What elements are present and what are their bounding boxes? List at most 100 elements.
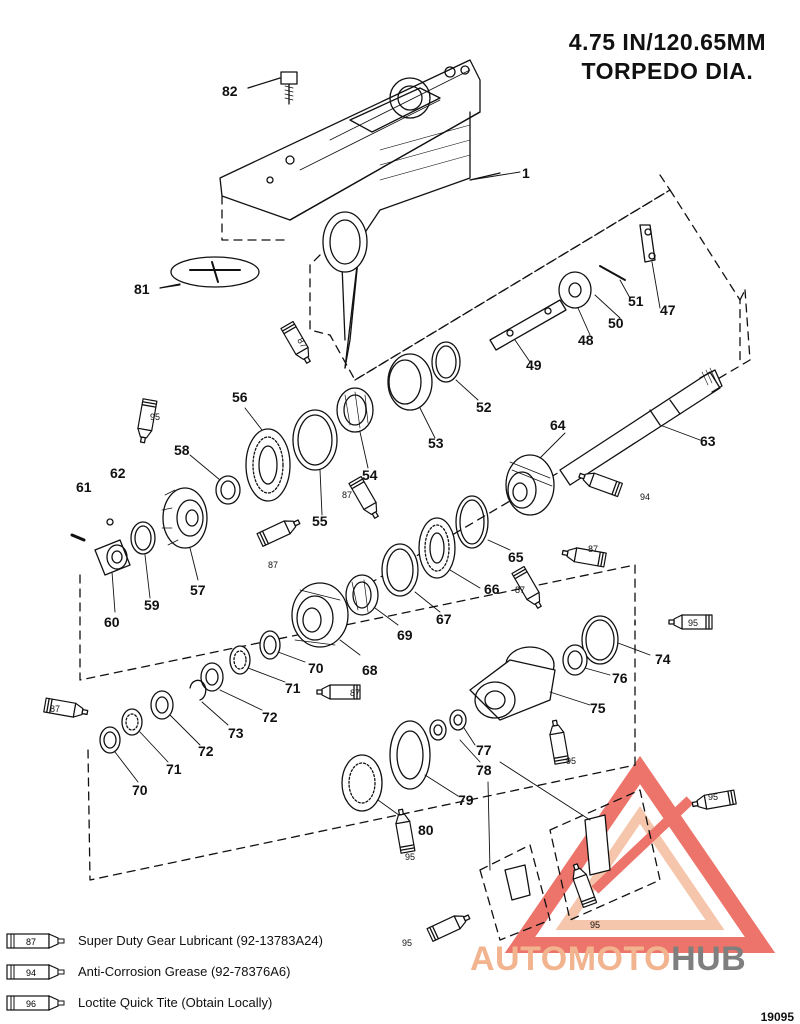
callout-47: 47 bbox=[660, 302, 676, 318]
race-72b bbox=[150, 690, 174, 720]
callout-numbers: 1 47 48 49 50 51 52 53 54 55 56 57 58 59… bbox=[76, 83, 716, 838]
washer-55 bbox=[292, 409, 338, 471]
callout-53: 53 bbox=[428, 435, 444, 451]
callout-70: 70 bbox=[308, 660, 324, 676]
bearing-71 bbox=[229, 645, 251, 675]
tube-label-87: 87 bbox=[342, 490, 352, 500]
spring-62 bbox=[106, 518, 114, 526]
callout-73: 73 bbox=[228, 725, 244, 741]
title-line-1: 4.75 IN/120.65MM bbox=[568, 29, 766, 55]
washer-67 bbox=[381, 543, 419, 597]
tube-label-95: 95 bbox=[402, 938, 412, 948]
bearing-carrier-68 bbox=[291, 582, 349, 648]
callout-69: 69 bbox=[397, 627, 413, 643]
callout-61: 61 bbox=[76, 479, 92, 495]
gear-housing bbox=[219, 59, 481, 369]
callout-50: 50 bbox=[608, 315, 624, 331]
propshaft-63 bbox=[559, 367, 723, 486]
bearing-76 bbox=[562, 644, 588, 676]
callout-79: 79 bbox=[458, 792, 474, 808]
watermark-part-2: HUB bbox=[671, 940, 747, 978]
bearing-54 bbox=[336, 387, 374, 433]
lubricant-tube-icon: 87 bbox=[6, 933, 65, 949]
legend-code: 87 bbox=[26, 937, 36, 947]
tool-fitting bbox=[504, 864, 531, 901]
legend-code: 96 bbox=[26, 999, 36, 1009]
lubricant-tube-icon: 96 bbox=[6, 995, 65, 1011]
legend-code: 94 bbox=[26, 968, 36, 978]
tube-label-95: 95 bbox=[688, 618, 698, 628]
race-72 bbox=[200, 662, 224, 692]
torpedo-bore bbox=[322, 211, 368, 273]
callout-75: 75 bbox=[590, 700, 606, 716]
washer-70b bbox=[99, 726, 121, 754]
snap-ring-73 bbox=[189, 679, 207, 701]
callout-1: 1 bbox=[522, 165, 530, 181]
ring-74 bbox=[581, 615, 619, 665]
lubricant-legend: 87 Super Duty Gear Lubricant (92-13783A2… bbox=[6, 930, 426, 1023]
callout-48: 48 bbox=[578, 332, 594, 348]
callout-71b: 71 bbox=[166, 761, 182, 777]
title-line-2: TORPEDO DIA. bbox=[581, 58, 754, 84]
callout-71: 71 bbox=[285, 680, 301, 696]
tube-label-87: 87 bbox=[268, 560, 278, 570]
shift-linkage bbox=[489, 224, 656, 351]
legend-item: 96 Loctite Quick Tite (Obtain Locally) bbox=[6, 992, 426, 1016]
gear-57 bbox=[161, 487, 208, 549]
tube-label-95: 95 bbox=[405, 852, 415, 862]
callout-70b: 70 bbox=[132, 782, 148, 798]
legend-item: 87 Super Duty Gear Lubricant (92-13783A2… bbox=[6, 930, 426, 954]
callout-80: 80 bbox=[418, 822, 434, 838]
bearing-58 bbox=[215, 475, 241, 505]
plate-79 bbox=[389, 720, 431, 790]
tube-labels: 87 95 87 87 94 87 87 95 87 87 95 95 95 9… bbox=[50, 336, 718, 948]
pin-61 bbox=[70, 533, 86, 542]
tube-label-87: 87 bbox=[295, 336, 309, 350]
tube-label-87: 87 bbox=[50, 704, 60, 714]
pinion-gear-75 bbox=[469, 646, 556, 721]
legend-text: Anti-Corrosion Grease (92-78376A6) bbox=[78, 964, 291, 979]
callout-81: 81 bbox=[134, 281, 150, 297]
callout-57: 57 bbox=[190, 582, 206, 598]
legend-item: 94 Anti-Corrosion Grease (92-78376A6) bbox=[6, 961, 426, 985]
thrust-bearing-66 bbox=[418, 517, 456, 579]
callout-54: 54 bbox=[362, 467, 378, 483]
legend-text: Super Duty Gear Lubricant (92-13783A24) bbox=[78, 933, 323, 948]
tube-label-87: 87 bbox=[350, 688, 360, 698]
tube-label-95: 95 bbox=[708, 792, 718, 802]
ring-59 bbox=[130, 521, 156, 555]
ring-52 bbox=[431, 341, 461, 383]
callout-78: 78 bbox=[476, 762, 492, 778]
bearing-69 bbox=[345, 574, 379, 616]
callout-76: 76 bbox=[612, 670, 628, 686]
torpedo-diameter-title: 4.75 IN/120.65MM TORPEDO DIA. bbox=[569, 28, 766, 86]
callout-77: 77 bbox=[476, 742, 492, 758]
callout-72b: 72 bbox=[198, 743, 214, 759]
callout-66: 66 bbox=[484, 581, 500, 597]
assembly-boundaries bbox=[79, 174, 751, 941]
callout-56: 56 bbox=[232, 389, 248, 405]
tube-label-95: 95 bbox=[566, 756, 576, 766]
callout-74: 74 bbox=[655, 651, 671, 667]
tube-label-87: 87 bbox=[515, 585, 525, 595]
tube-label-95: 95 bbox=[590, 920, 600, 930]
tube-label-94: 94 bbox=[640, 492, 650, 502]
callout-58: 58 bbox=[174, 442, 190, 458]
callout-63: 63 bbox=[700, 433, 716, 449]
callout-60: 60 bbox=[104, 614, 120, 630]
thrust-bearing-56 bbox=[245, 428, 291, 502]
callout-49: 49 bbox=[526, 357, 542, 373]
callout-65: 65 bbox=[508, 549, 524, 565]
anode-81 bbox=[170, 256, 260, 288]
tube-label-95: 95 bbox=[150, 412, 160, 422]
bearing-80 bbox=[341, 754, 383, 812]
tube-label-87: 87 bbox=[588, 544, 598, 554]
ring-65 bbox=[455, 495, 489, 549]
figure-number: 19095 bbox=[760, 1010, 794, 1024]
callout-59: 59 bbox=[144, 597, 160, 613]
legend-text: Loctite Quick Tite (Obtain Locally) bbox=[78, 995, 273, 1010]
callout-64: 64 bbox=[550, 417, 566, 433]
callout-51: 51 bbox=[628, 293, 644, 309]
callout-72: 72 bbox=[262, 709, 278, 725]
